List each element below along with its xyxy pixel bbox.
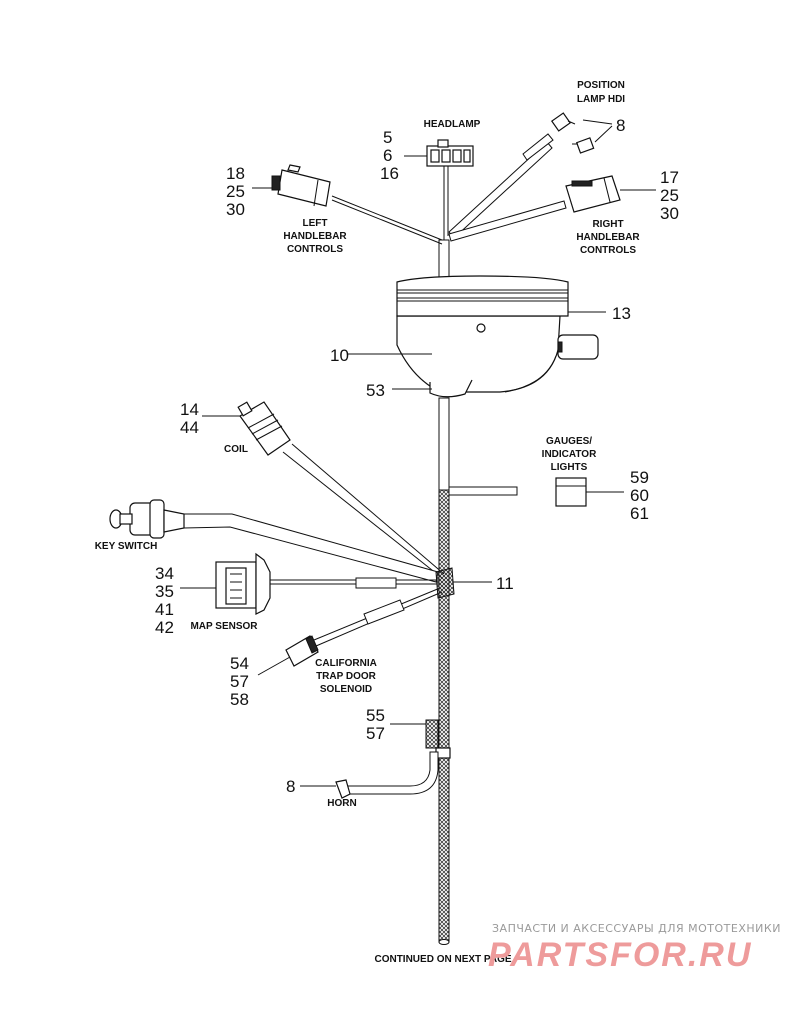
- gauges-label: GAUGES/ INDICATOR LIGHTS: [542, 436, 597, 473]
- key-switch-branch: [109, 499, 439, 583]
- right-handlebar-connector: [565, 175, 656, 213]
- right-controls-branch: [448, 200, 567, 242]
- left-handlebar-connector: [252, 164, 331, 207]
- svg-text:59: 59: [630, 468, 649, 487]
- gauges-branch: [448, 477, 624, 507]
- svg-text:5: 5: [383, 128, 392, 147]
- svg-text:42: 42: [155, 618, 174, 637]
- svg-text:HANDLEBAR: HANDLEBAR: [283, 231, 347, 242]
- left-controls-label: LEFT HANDLEBAR CONTROLS: [283, 218, 347, 255]
- callout-clip: 55 57: [366, 706, 385, 743]
- left-controls-branch: [331, 195, 443, 245]
- horn-branch: [300, 751, 439, 799]
- svg-text:RIGHT: RIGHT: [592, 219, 623, 230]
- callout-junction: 11: [496, 574, 514, 593]
- svg-text:CONTROLS: CONTROLS: [580, 245, 636, 256]
- horn-label: HORN: [327, 798, 356, 809]
- key-switch-label: KEY SWITCH: [95, 541, 158, 552]
- svg-text:30: 30: [226, 200, 245, 219]
- callout-left-controls: 18 25 30: [226, 164, 245, 219]
- map-sensor-label: MAP SENSOR: [190, 621, 258, 632]
- callout-right-controls: 17 25 30: [660, 168, 679, 223]
- callout-housing: 13: [612, 304, 631, 323]
- svg-text:17: 17: [660, 168, 679, 187]
- svg-text:LIGHTS: LIGHTS: [551, 462, 588, 473]
- watermark: ЗАПЧАСТИ И АКСЕССУАРЫ ДЛЯ МОТОТЕХНИКИ PA…: [488, 922, 781, 974]
- coil-branch: [202, 401, 445, 579]
- clip-section: [390, 719, 451, 759]
- svg-text:61: 61: [630, 504, 649, 523]
- svg-text:18: 18: [226, 164, 245, 183]
- headlamp-branch: [443, 166, 449, 240]
- headlamp-connector: [404, 139, 474, 167]
- svg-text:57: 57: [230, 672, 249, 691]
- map-sensor-branch: [180, 552, 440, 615]
- callout-coil: 14 44: [180, 400, 199, 437]
- svg-text:35: 35: [155, 582, 174, 601]
- callout-california: 54 57 58: [230, 654, 249, 709]
- svg-text:16: 16: [380, 164, 399, 183]
- junction-splice: [435, 567, 492, 599]
- svg-text:57: 57: [366, 724, 385, 743]
- svg-text:LAMP HDI: LAMP HDI: [577, 94, 625, 105]
- svg-text:INDICATOR: INDICATOR: [542, 449, 597, 460]
- svg-text:HANDLEBAR: HANDLEBAR: [576, 232, 640, 243]
- svg-text:14: 14: [180, 400, 199, 419]
- position-lamp-label: POSITION LAMP HDI: [577, 80, 625, 105]
- callout-horn: 8: [286, 777, 295, 796]
- svg-text:25: 25: [660, 186, 679, 205]
- svg-text:SOLENOID: SOLENOID: [320, 684, 372, 695]
- watermark-logo: PARTSFOR.RU: [488, 936, 752, 974]
- callout-map-sensor: 34 35 41 42: [155, 564, 174, 637]
- california-label: CALIFORNIA TRAP DOOR SOLENOID: [315, 658, 377, 695]
- svg-text:POSITION: POSITION: [577, 80, 625, 91]
- right-controls-label: RIGHT HANDLEBAR CONTROLS: [576, 219, 640, 256]
- svg-text:LEFT: LEFT: [303, 218, 328, 229]
- position-lamp-branch: [448, 112, 613, 239]
- svg-text:34: 34: [155, 564, 174, 583]
- svg-text:6: 6: [383, 146, 392, 165]
- callout-bottom: 53: [366, 381, 385, 400]
- svg-text:54: 54: [230, 654, 249, 673]
- main-harness-trunk: [438, 239, 450, 945]
- callout-position-lamp: 8: [616, 116, 625, 135]
- california-solenoid-branch: [257, 587, 443, 676]
- svg-text:CONTROLS: CONTROLS: [287, 244, 343, 255]
- svg-text:41: 41: [155, 600, 174, 619]
- callout-body: 10: [330, 346, 349, 365]
- svg-text:55: 55: [366, 706, 385, 725]
- svg-text:44: 44: [180, 418, 199, 437]
- svg-text:25: 25: [226, 182, 245, 201]
- callout-headlamp: 5 6 16: [380, 128, 399, 183]
- headlamp-housing: [348, 275, 606, 398]
- continued-label: CONTINUED ON NEXT PAGE: [374, 954, 511, 965]
- svg-text:TRAP DOOR: TRAP DOOR: [316, 671, 377, 682]
- headlamp-label: HEADLAMP: [424, 119, 481, 130]
- coil-label: COIL: [224, 444, 248, 455]
- svg-text:CALIFORNIA: CALIFORNIA: [315, 658, 377, 669]
- svg-text:GAUGES/: GAUGES/: [546, 436, 592, 447]
- watermark-tagline: ЗАПЧАСТИ И АКСЕССУАРЫ ДЛЯ МОТОТЕХНИКИ: [492, 922, 781, 935]
- svg-text:30: 30: [660, 204, 679, 223]
- svg-text:58: 58: [230, 690, 249, 709]
- callout-gauges: 59 60 61: [630, 468, 649, 523]
- svg-text:60: 60: [630, 486, 649, 505]
